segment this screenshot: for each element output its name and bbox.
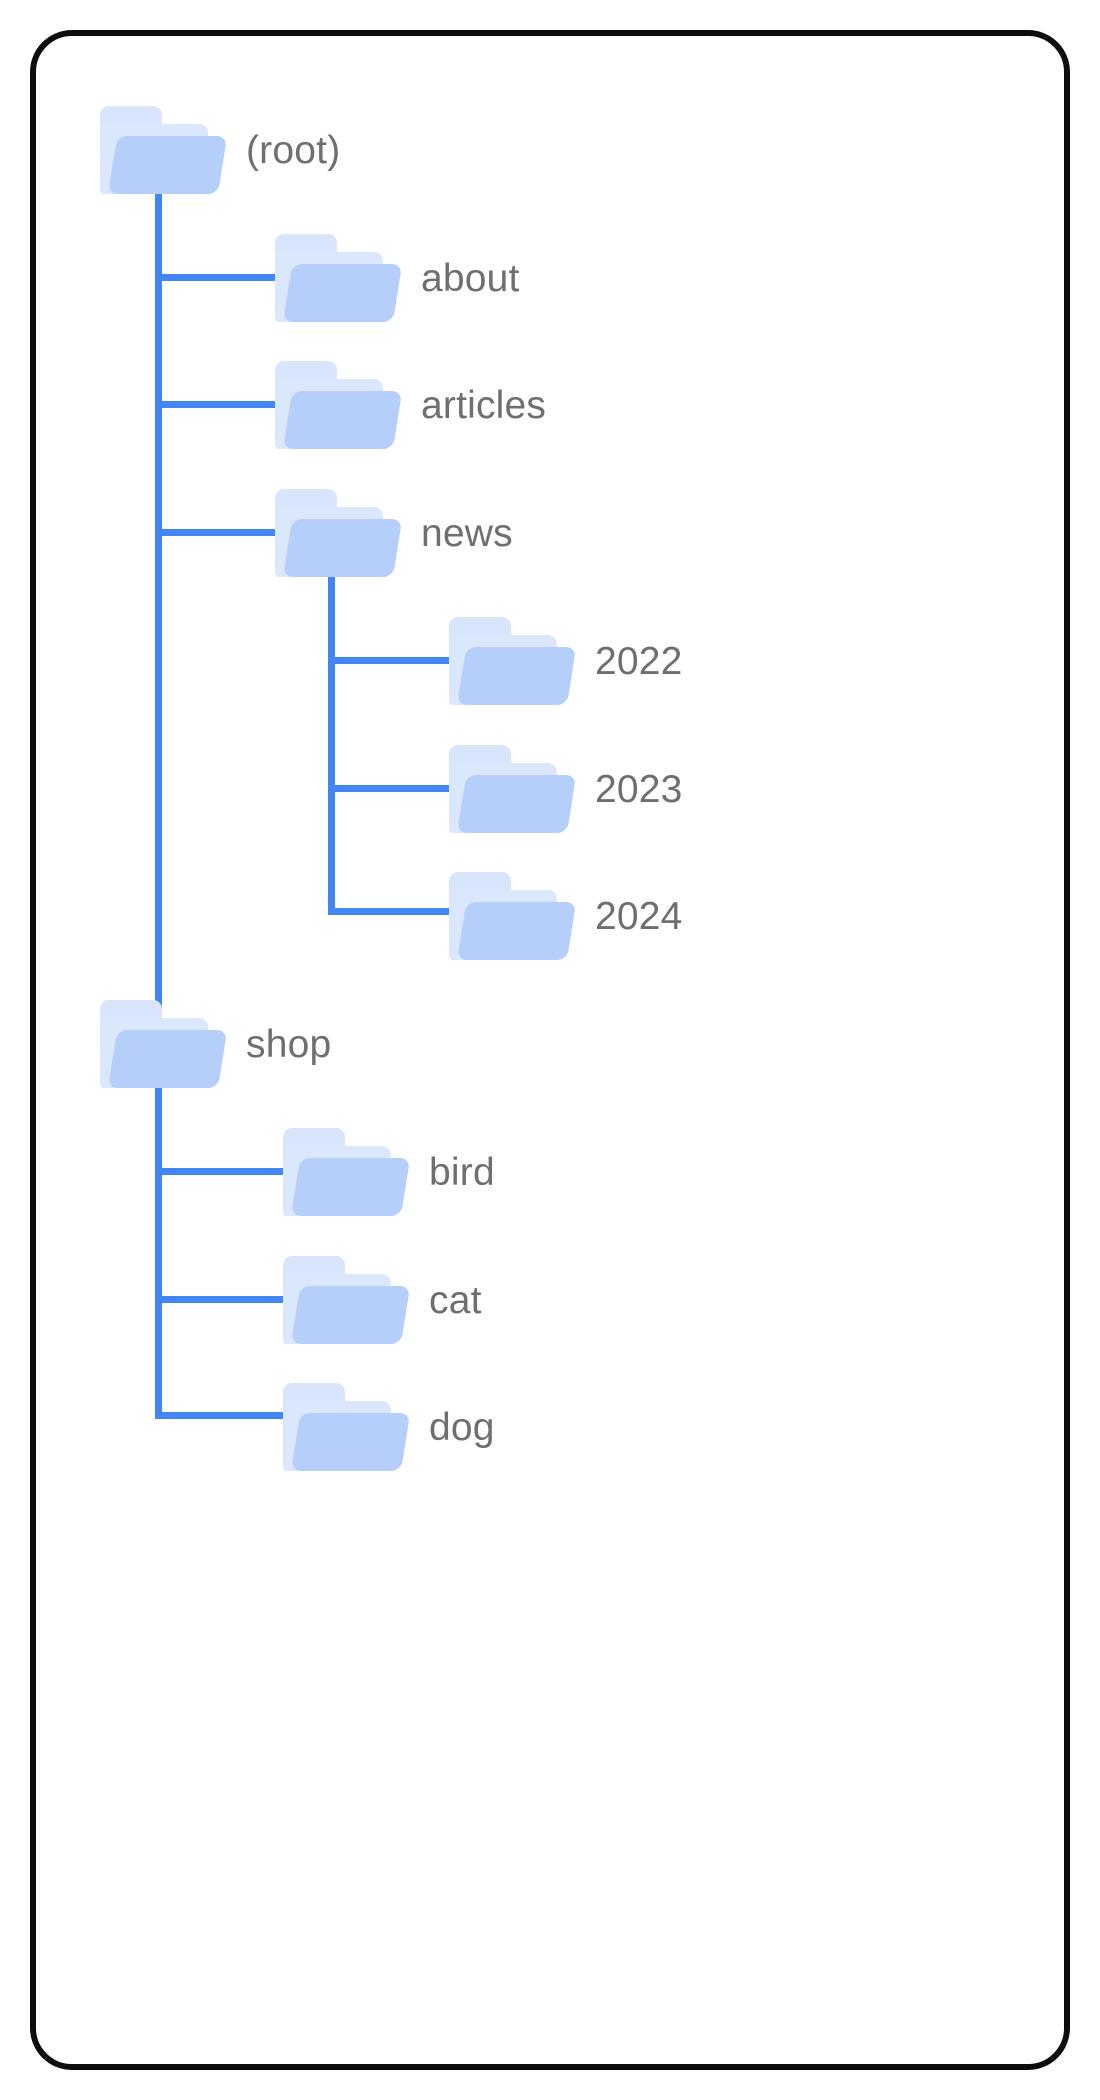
- tree-edge-branch-articles: [155, 401, 283, 408]
- tree-edge-branch-2022: [328, 657, 456, 664]
- folder-front-icon: [108, 136, 228, 194]
- folder-icon-news2022: [449, 617, 577, 705]
- folder-icon-shop: [100, 1000, 228, 1088]
- folder-front-icon: [291, 1286, 411, 1344]
- tree-node-label-cat: cat: [429, 1278, 482, 1322]
- tree-node-label-articles: articles: [421, 383, 547, 427]
- tree-node-articles[interactable]: articles: [275, 361, 546, 449]
- tree-edge-branch-cat: [155, 1296, 291, 1303]
- tree-node-news[interactable]: news: [275, 489, 513, 577]
- folder-icon-root: [100, 106, 228, 194]
- tree-node-label-root: (root): [246, 128, 341, 172]
- tree-node-label-news2023: 2023: [595, 767, 683, 811]
- folder-icon-articles: [275, 361, 403, 449]
- folder-icon-news2023: [449, 745, 577, 833]
- folder-front-icon: [291, 1413, 411, 1471]
- tree-node-label-bird: bird: [429, 1150, 495, 1194]
- tree-edge-branch-2024: [328, 908, 456, 915]
- folder-front-icon: [457, 902, 577, 960]
- tree-edge-branch-news: [155, 529, 283, 536]
- folder-front-icon: [283, 264, 403, 322]
- folder-front-icon: [108, 1030, 228, 1088]
- folder-icon-news: [275, 489, 403, 577]
- tree-node-bird[interactable]: bird: [283, 1128, 495, 1216]
- tree-edge-branch-2023: [328, 785, 456, 792]
- folder-icon-bird: [283, 1128, 411, 1216]
- tree-node-about[interactable]: about: [275, 234, 520, 322]
- tree-node-cat[interactable]: cat: [283, 1256, 482, 1344]
- tree-node-label-news2024: 2024: [595, 894, 683, 938]
- tree-node-label-news: news: [421, 511, 513, 555]
- tree-node-news2022[interactable]: 2022: [449, 617, 683, 705]
- tree-node-shop[interactable]: shop: [100, 1000, 331, 1088]
- tree-node-dog[interactable]: dog: [283, 1383, 495, 1471]
- tree-node-root[interactable]: (root): [100, 106, 340, 194]
- tree-edge-branch-about: [155, 274, 283, 281]
- folder-icon-news2024: [449, 872, 577, 960]
- tree-edge-trunk-news: [328, 561, 335, 915]
- tree-edge-branch-bird: [155, 1168, 291, 1175]
- tree-node-label-news2022: 2022: [595, 639, 683, 683]
- tree-node-news2023[interactable]: 2023: [449, 745, 683, 833]
- folder-front-icon: [283, 519, 403, 577]
- tree-node-label-about: about: [421, 256, 520, 300]
- folder-front-icon: [457, 775, 577, 833]
- folder-front-icon: [457, 647, 577, 705]
- folder-front-icon: [291, 1158, 411, 1216]
- tree-edge-trunk-shop: [155, 1072, 162, 1419]
- folder-icon-dog: [283, 1383, 411, 1471]
- tree-node-label-shop: shop: [246, 1022, 332, 1066]
- tree-edge-trunk-root: [155, 178, 162, 1010]
- folder-icon-about: [275, 234, 403, 322]
- tree-node-news2024[interactable]: 2024: [449, 872, 683, 960]
- folder-icon-cat: [283, 1256, 411, 1344]
- folder-front-icon: [283, 391, 403, 449]
- tree-edge-branch-dog: [155, 1412, 291, 1419]
- tree-node-label-dog: dog: [429, 1405, 495, 1449]
